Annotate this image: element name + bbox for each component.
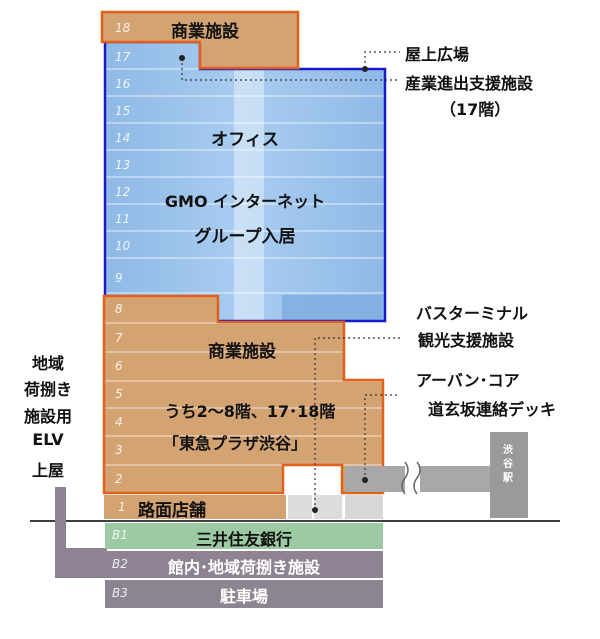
office-core: [234, 42, 264, 320]
floor-label-12: 12: [115, 185, 131, 199]
callout-rooftop: 屋上広場: [405, 45, 470, 64]
floor-label-2: 2: [115, 472, 123, 486]
floor-b1: [105, 523, 383, 549]
callout-tourism: 観光支援施設: [418, 331, 515, 350]
leader-dots: [179, 55, 368, 513]
floor-b2: [105, 551, 383, 578]
floor-1-gap-b: [314, 495, 342, 519]
callout-urban-core: アーバン･コア: [416, 371, 520, 390]
office-tenant-sub: グループ入居: [194, 227, 296, 247]
deck-bridge-2: [420, 466, 490, 492]
commercial-block: [104, 296, 383, 493]
floor-label-17: 17: [115, 50, 131, 64]
elv-shaft-base: [55, 548, 107, 578]
shibuya-station: [490, 432, 528, 518]
floor-b3: [105, 580, 383, 608]
top-commercial-label: 商業施設: [171, 22, 239, 42]
break-mark-b: [413, 461, 421, 495]
floor-label-3: 3: [115, 443, 123, 457]
floor-label-18: 18: [115, 21, 131, 35]
floor-label-8: 8: [115, 302, 123, 316]
floor-label-b3: B3: [112, 586, 128, 600]
elv-label-1: 地域: [31, 354, 65, 373]
floor-label-11: 11: [115, 212, 131, 226]
floor-1-gap-c: [345, 495, 383, 519]
floor-label-1: 1: [118, 500, 126, 514]
deck-bridge: [345, 466, 405, 492]
commercial-sub1: うち2～8階、17･18階: [164, 402, 336, 421]
floor-1-gap-a: [288, 495, 312, 519]
b2-label: 館内･地域荷捌き施設: [167, 558, 321, 577]
office-label: オフィス: [211, 130, 279, 150]
commercial-border: [102, 294, 385, 495]
callout-deck: 道玄坂連絡デッキ: [428, 400, 557, 419]
callout-bus-terminal: バスターミナル: [416, 304, 529, 323]
floor-18-commercial: [100, 10, 300, 70]
office-tenant-label: GMO インターネット: [164, 192, 326, 211]
station-label: 渋谷駅: [503, 445, 513, 484]
floor-label-b2: B2: [112, 557, 128, 571]
floor-label-14: 14: [115, 131, 131, 145]
callout-industry-floor: （17階）: [440, 100, 511, 119]
elv-label-4: ELV: [32, 430, 64, 449]
floor-label-9: 9: [115, 271, 123, 285]
elv-label-3: 施設用: [23, 407, 73, 426]
b3-label: 駐車場: [219, 587, 269, 606]
callout-industry: 産業進出支援施設: [405, 74, 534, 93]
floor-1-shops: [104, 495, 286, 519]
elv-label-5: 上屋: [31, 461, 65, 480]
commercial-sub2: 「東急プラザ渋谷」: [162, 434, 308, 453]
break-mark-a: [401, 461, 409, 495]
commercial-label: 商業施設: [208, 342, 276, 362]
floor-label-7: 7: [115, 331, 123, 345]
floor-label-5: 5: [115, 387, 123, 401]
floor-label-13: 13: [115, 158, 131, 172]
floor-label-16: 16: [115, 77, 131, 91]
street-shops-label: 路面店舗: [138, 501, 206, 521]
floor-label-10: 10: [115, 239, 131, 253]
elv-shaft: [55, 487, 66, 548]
floor-label-6: 6: [115, 359, 123, 373]
floor-label-4: 4: [115, 415, 123, 429]
floor-label-b1: B1: [112, 528, 128, 542]
office-lower-band: [282, 295, 382, 320]
elv-label-2: 荷捌き: [23, 380, 73, 399]
leader-lines: [181, 51, 400, 510]
floor-label-15: 15: [115, 104, 131, 118]
b1-label: 三井住友銀行: [195, 530, 293, 549]
